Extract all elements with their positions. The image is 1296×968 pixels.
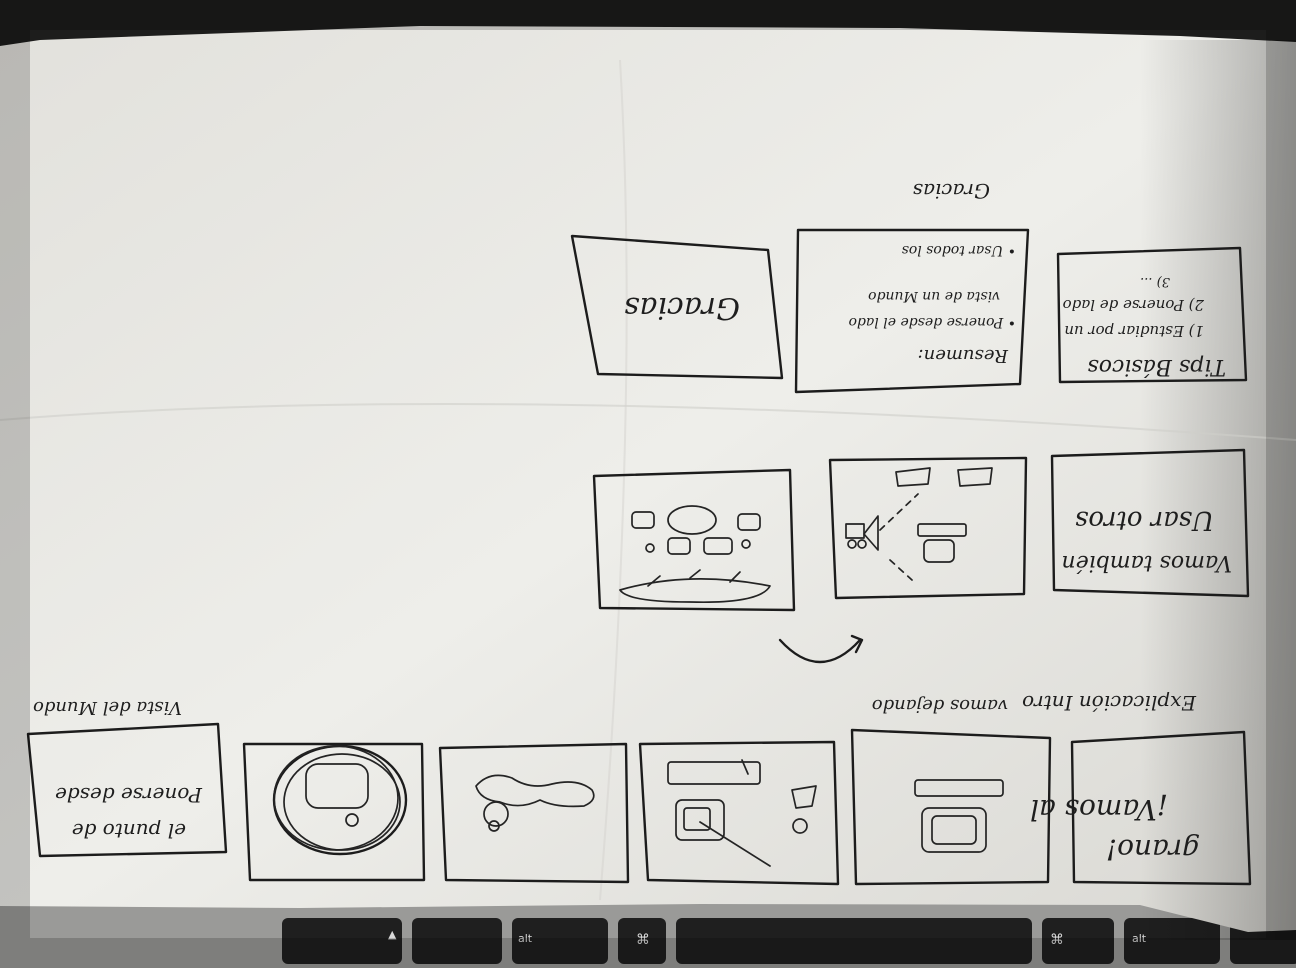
panel-text: • Usar todos los [902,242,1016,258]
panel-text: el punto de [72,819,186,843]
panel-text: Vamos también [1062,550,1233,575]
caption-text: vamos dejando [872,695,1008,716]
key-glyph: ▲ [388,928,397,941]
keyboard-spacebar [676,918,1032,964]
panel-text: Resumen: [918,345,1009,366]
paper-crease [599,59,628,901]
panel-text: • Ponerse desde el lado [849,314,1016,330]
storyboard-panel: Tips Básicos 1) Estudiar por un 2) Poner… [1056,246,1248,384]
panel-text: Ponerse desde [55,783,203,807]
storyboard-panel: Ponerse desde el punto de [26,722,228,858]
panel-text: 2) Ponerse de lado [1063,296,1205,314]
storyboard-panel: Resumen: • Ponerse desde el lado vista d… [794,228,1030,394]
storyboard-panel: ¡Vamos al grano! [1030,730,1252,886]
paper-crease [0,403,1296,441]
keyboard-key [1042,918,1114,964]
top-row-panels: ¡Vamos al grano! [26,634,1252,886]
keyboard-key [412,918,502,964]
keyboard-key [618,918,666,964]
key-glyph: ⌘ [636,932,650,948]
panel-text: 3) ... [1140,274,1170,289]
panel-text: Usar otros [1075,505,1214,535]
caption-text: Explicación Intro [1022,691,1197,715]
keyboard-key [282,918,402,964]
panel-text: grano! [1106,833,1200,866]
middle-row-panels: Usar otros Vamos también [592,448,1250,612]
panel-text: Gracias [624,290,740,325]
storyboard-panel [828,456,1028,600]
storyboard-panel [438,742,630,884]
panel-text: Tips Básicos [1087,354,1226,379]
storyboard-panel [592,468,796,612]
caption-text: Vista del Mundo [33,697,182,718]
keyboard-key [512,918,608,964]
storyboard-panel: Gracias [570,234,784,380]
key-glyph: ⌘ [1050,932,1064,948]
caption-text: Gracias [913,179,990,203]
storyboard-panel [242,742,426,882]
storyboard-panel: Usar otros Vamos también [1050,448,1250,598]
panel-text: vista de un Mundo [868,288,1000,304]
arrow-icon [778,638,862,664]
bottom-row-panels: Tips Básicos 1) Estudiar por un 2) Poner… [570,179,1248,394]
panel-text: 1) Estudiar por un [1064,322,1204,340]
storyboard-panel [850,728,1052,886]
key-glyph: alt [518,932,533,945]
panel-text: ¡Vamos al [1030,793,1168,826]
paper-sheet [0,26,1296,932]
storyboard-panel [638,740,840,886]
